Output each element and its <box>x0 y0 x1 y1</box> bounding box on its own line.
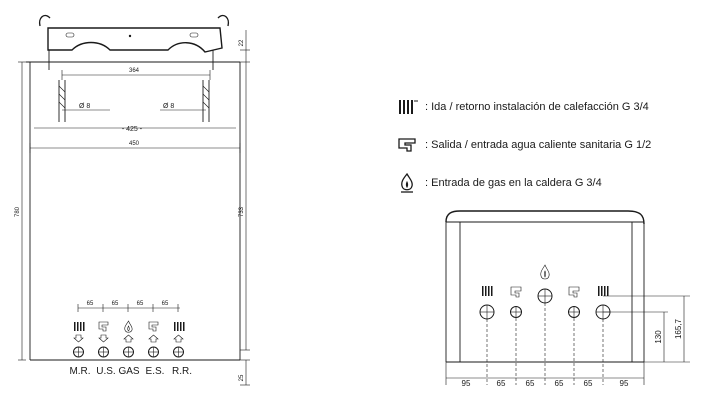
legend-text-hot-water: : Salida / entrada agua caliente sanitar… <box>425 139 652 151</box>
arrow-down-icon <box>98 334 109 343</box>
radiator-icon <box>74 322 85 331</box>
radiator-icon <box>174 322 185 331</box>
connection-rr <box>173 322 185 358</box>
connection-bottom-4 <box>568 286 580 318</box>
connection-bottom-2 <box>510 286 522 318</box>
bottom-dim-2: 65 <box>497 379 506 388</box>
dim-130-label: 130 <box>654 330 663 344</box>
dim-22-label: 22 <box>239 39 245 46</box>
gas-flame-icon <box>540 264 550 280</box>
spacing-label-4: 65 <box>162 301 169 307</box>
bottom-dim-4: 65 <box>555 379 564 388</box>
arrow-up-icon <box>148 334 159 343</box>
tap-icon <box>568 286 580 298</box>
bottom-dim-5: 65 <box>584 379 593 388</box>
legend: : Ida / retorno instalación de calefacci… <box>397 88 707 202</box>
connection-es <box>148 321 159 358</box>
dim-425-label: - 425 - <box>122 126 143 133</box>
dim-364-label: 364 <box>129 68 140 74</box>
dim-780-label: 780 <box>15 206 21 217</box>
legend-text-gas: : Entrada de gas en la caldera G 3/4 <box>425 177 602 189</box>
legend-item-hot-water: : Salida / entrada agua caliente sanitar… <box>397 126 707 164</box>
connection-gas <box>123 320 134 358</box>
connection-bottom-5 <box>595 286 611 320</box>
bracket-hole <box>128 34 132 38</box>
spacing-label-3: 65 <box>137 301 144 307</box>
tap-icon <box>148 321 159 332</box>
mounting-bracket <box>47 27 223 53</box>
connection-bottom-gas <box>537 264 553 304</box>
spacing-label-2: 65 <box>112 301 119 307</box>
arrow-up-icon <box>173 334 184 343</box>
legend-item-heating: : Ida / retorno instalación de calefacci… <box>397 88 707 126</box>
connection-bottom-1 <box>479 286 495 320</box>
dim-25-label: 25 <box>239 374 245 381</box>
arrow-down-icon <box>73 334 84 343</box>
bottom-dim-3: 65 <box>526 379 535 388</box>
tap-icon <box>398 138 416 152</box>
radiator-icon <box>598 286 609 296</box>
bracket-hook-right <box>217 14 230 27</box>
dia-left-label: Ø 8 <box>79 103 90 110</box>
label-gas: GAS <box>118 366 139 377</box>
label-es: E.S. <box>146 366 165 377</box>
label-us: U.S. <box>96 366 115 377</box>
radiator-icon <box>482 286 493 296</box>
tap-icon <box>98 321 109 332</box>
anchor-pin-right <box>202 80 210 122</box>
legend-text-heating: : Ida / retorno instalación de calefacci… <box>425 101 649 113</box>
dia-right-label: Ø 8 <box>163 103 174 110</box>
casing-top <box>445 210 645 225</box>
tap-icon <box>510 286 522 298</box>
front-view-left: 364 Ø 8 Ø 8 - 425 - 450 <box>15 14 250 386</box>
label-rr: R.R. <box>172 366 192 377</box>
legend-item-gas: : Entrada de gas en la caldera G 3/4 <box>397 164 707 202</box>
bracket-hook-left <box>38 14 51 27</box>
label-mr: M.R. <box>69 366 90 377</box>
connection-mr <box>73 322 85 358</box>
bottom-view-right: 95 65 65 65 65 95 130 165,7 <box>445 210 690 388</box>
dim-450-label: 450 <box>129 141 140 147</box>
arrow-up-icon <box>123 334 134 343</box>
bottom-dim-1: 95 <box>462 379 471 388</box>
spacing-label-1: 65 <box>87 301 94 307</box>
bottom-dim-6: 95 <box>620 379 629 388</box>
bracket-slot-right <box>189 32 199 38</box>
connection-us <box>98 321 109 358</box>
dim-733-label: 733 <box>239 206 245 217</box>
dim-165-label: 165,7 <box>674 318 683 339</box>
anchor-pin-left <box>58 80 66 122</box>
gas-flame-icon <box>401 173 413 193</box>
gas-flame-icon <box>124 320 133 333</box>
radiator-icon <box>399 100 418 114</box>
bracket-slot-left <box>65 32 75 38</box>
